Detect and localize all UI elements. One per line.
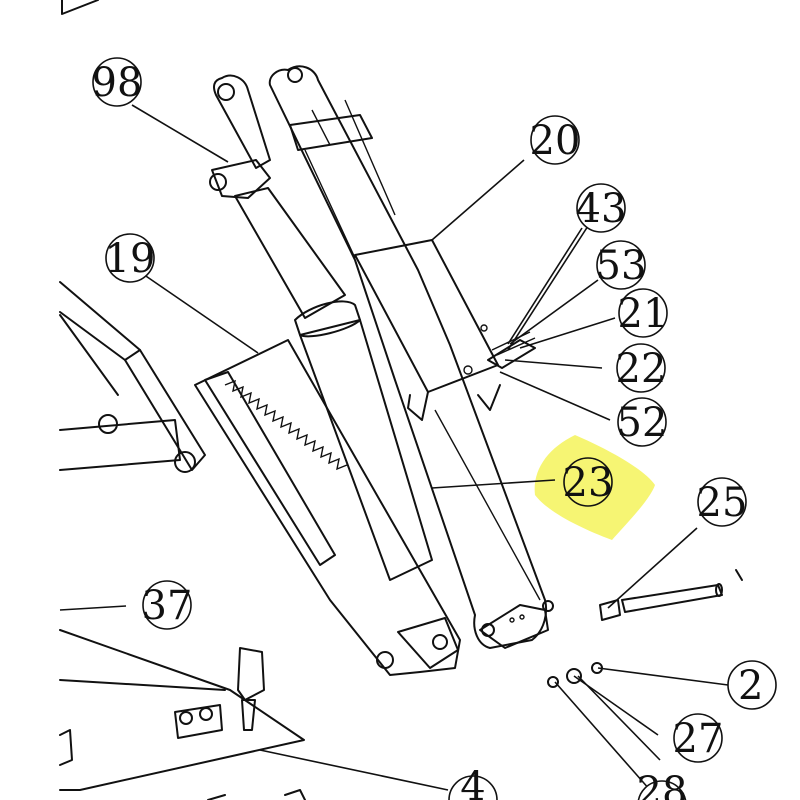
base-plate: [59, 629, 306, 800]
callout-98: 98: [92, 57, 143, 107]
callout-19-label: 19: [105, 236, 156, 282]
callout-53: 53: [596, 240, 647, 290]
hydraulic-cylinder: [209, 74, 433, 581]
callout-37-label: 37: [142, 583, 193, 629]
callout-21-label: 21: [618, 291, 669, 337]
callout-23-label: 23: [563, 460, 614, 506]
callout-43: 43: [576, 183, 627, 233]
callout-25: 25: [697, 477, 748, 527]
callout-52-label: 52: [617, 400, 668, 446]
callout-98-label: 98: [92, 60, 143, 106]
callout-25-label: 25: [697, 480, 748, 526]
callout-37: 37: [142, 580, 193, 630]
callout-20: 20: [530, 115, 581, 165]
main-arm-assembly: [268, 65, 554, 649]
callout-26-label: 2: [738, 663, 763, 709]
callout-43-label: 43: [576, 186, 627, 232]
callout-22-label: 22: [616, 346, 667, 392]
callout-23-highlight: [534, 435, 655, 540]
callout-26-partial: 2: [727, 660, 777, 710]
callout-52: 52: [617, 397, 668, 447]
notched-channel: [194, 339, 461, 676]
left-frame: [59, 281, 206, 473]
frame-corner: [61, 0, 99, 15]
callout-4-label: 4: [460, 764, 485, 800]
callout-28-label: 28: [637, 769, 688, 800]
callout-20-label: 20: [530, 118, 581, 164]
callout-53-label: 53: [596, 243, 647, 289]
callout-28: 28: [637, 769, 688, 800]
callout-19: 19: [105, 233, 156, 283]
callout-23: 23: [563, 457, 614, 507]
callout-27-label: 27: [673, 716, 724, 762]
callout-22: 22: [616, 343, 667, 393]
callout-4: 4: [448, 764, 498, 800]
callout-21: 21: [618, 288, 669, 338]
leader-lines: [59, 104, 729, 791]
callout-27: 27: [673, 713, 724, 763]
